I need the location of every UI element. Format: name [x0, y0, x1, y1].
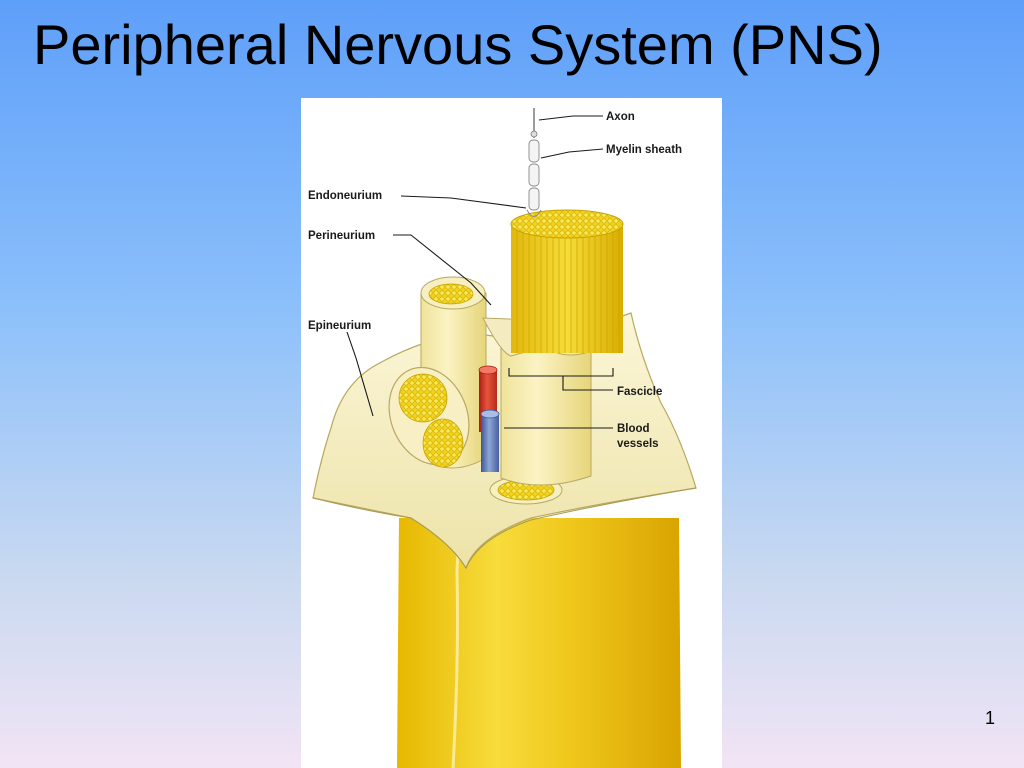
- page-number: 1: [985, 708, 996, 728]
- label-myelin-sheath: Myelin sheath: [606, 144, 682, 156]
- label-epineurium: Epineurium: [308, 320, 371, 332]
- fascicle-bracket: [508, 368, 614, 377]
- label-endoneurium: Endoneurium: [308, 190, 382, 202]
- myelin-leader: [540, 148, 604, 159]
- axon-leader: [538, 115, 603, 121]
- nerve-anatomy-figure: Axon Myelin sheath Endoneurium Perineuri…: [301, 98, 722, 768]
- epineurium-leader: [346, 331, 374, 417]
- perineurium-leader: [393, 234, 492, 306]
- label-blood-vessels-line1: Blood: [617, 423, 650, 435]
- slide-title: Peripheral Nervous System (PNS): [33, 13, 883, 76]
- endoneurium-leader: [400, 195, 527, 209]
- label-perineurium: Perineurium: [308, 230, 375, 242]
- label-fascicle: Fascicle: [617, 386, 662, 398]
- label-blood-vessels-line2: vessels: [617, 438, 659, 450]
- label-axon: Axon: [606, 111, 635, 123]
- fascicle-leader: [562, 376, 613, 391]
- nerve-anatomy-illustration: Axon Myelin sheath Endoneurium Perineuri…: [308, 108, 697, 768]
